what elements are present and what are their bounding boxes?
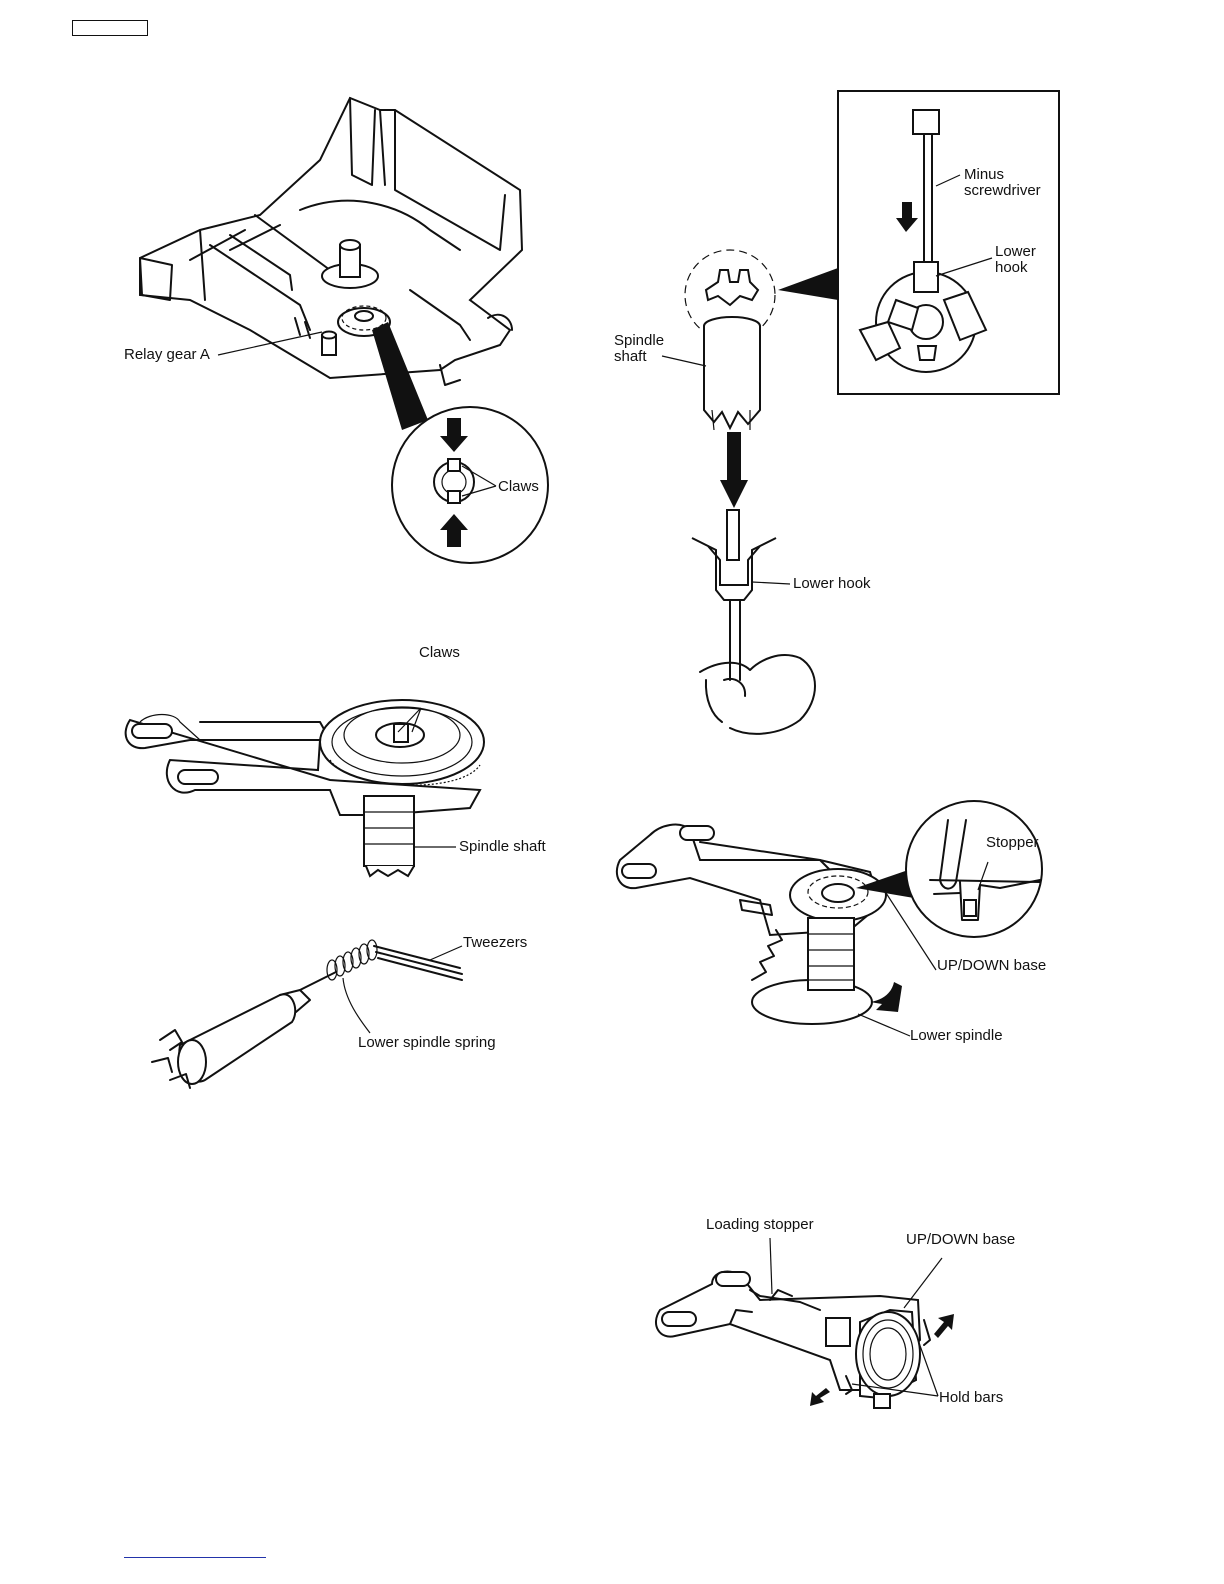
hold-bars-label: Hold bars (939, 1390, 1003, 1406)
loading-stopper-drawing (656, 1238, 954, 1408)
updown-base-label-2: UP/DOWN base (906, 1232, 1015, 1248)
loading-stopper-label: Loading stopper (706, 1217, 814, 1233)
